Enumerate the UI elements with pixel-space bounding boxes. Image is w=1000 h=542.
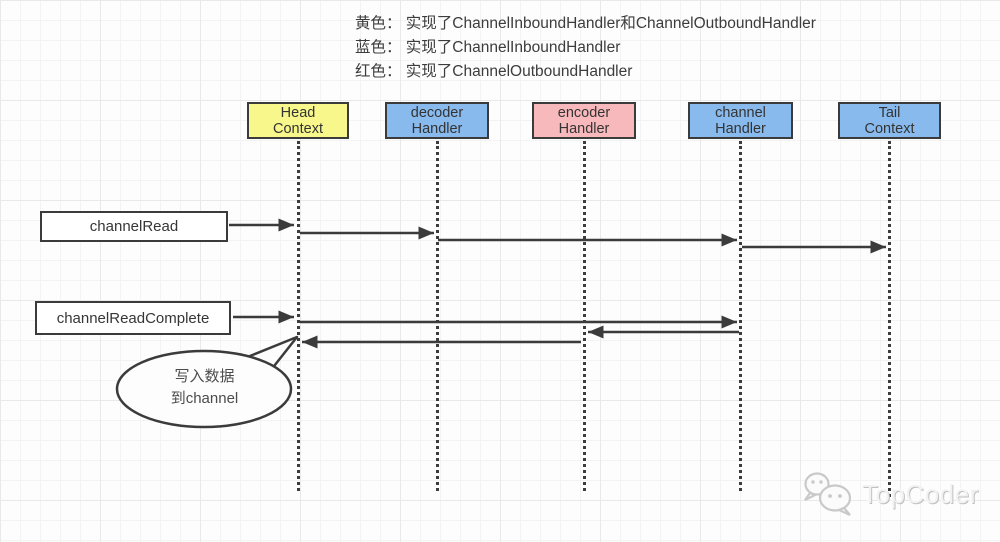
legend-line-red: 红色： 实现了ChannelOutboundHandler (355, 63, 633, 80)
participant-label: channel (715, 104, 766, 121)
participant-label: decoder (410, 104, 464, 121)
participant-encoder-handler: encoder Handler (532, 102, 636, 139)
message-channelreadcomplete-box: channelReadComplete (35, 301, 231, 335)
lifeline-channel-handler (739, 141, 742, 491)
note-line1: 写入数据 (174, 368, 235, 385)
participant-label: Tail (878, 104, 901, 121)
channelread-arrows (229, 218, 886, 254)
note-text: 写入数据 到channel (117, 366, 292, 410)
lifeline-decoder-handler (435, 141, 439, 491)
message-label: channelReadComplete (56, 309, 210, 327)
legend: 黄色： 实现了ChannelInboundHandler和ChannelOutb… (355, 12, 816, 84)
participant-label: Handler (715, 120, 766, 137)
legend-line-blue: 蓝色： 实现了ChannelInboundHandler (355, 39, 621, 56)
note-line2: 到channel (170, 390, 239, 407)
participant-head-context: Head Context (247, 102, 349, 139)
watermark: TopCoder (801, 469, 979, 519)
participant-channel-handler: channel Handler (688, 102, 793, 139)
lifeline-head-context (296, 141, 300, 491)
lifeline-tail-context (888, 141, 891, 497)
wechat-icon (804, 472, 852, 517)
participant-label: Context (273, 120, 323, 137)
participant-label: Context (864, 120, 915, 137)
lifeline-encoder-handler (582, 141, 586, 491)
participant-label: Handler (558, 120, 610, 137)
participant-label: encoder (557, 104, 611, 121)
participant-label: Handler (411, 120, 463, 137)
participant-tail-context: Tail Context (838, 102, 941, 139)
participant-label: Head (280, 104, 316, 121)
message-channelread-box: channelRead (40, 211, 228, 242)
legend-line-yellow: 黄色： 实现了ChannelInboundHandler和ChannelOutb… (355, 15, 816, 32)
message-label: channelRead (89, 218, 179, 235)
channelreadcomplete-arrows (233, 310, 739, 349)
watermark-text: TopCoder (862, 478, 979, 509)
participant-decoder-handler: decoder Handler (385, 102, 489, 139)
